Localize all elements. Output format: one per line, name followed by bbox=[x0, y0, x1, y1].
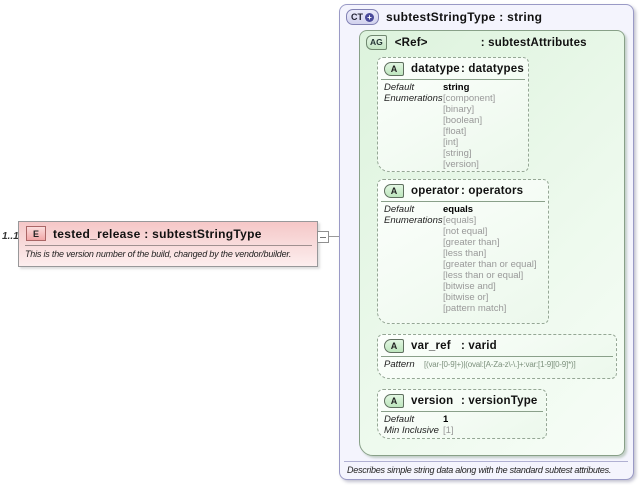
complex-type-badge-label: CT bbox=[351, 12, 363, 22]
element-box-tested-release[interactable]: E tested_release : subtestStringType Thi… bbox=[18, 221, 318, 267]
attribute-title: version : versionType bbox=[411, 395, 538, 407]
attribute-type: : varid bbox=[461, 340, 497, 352]
attribute-properties: Default equals Enumerations [equals] [no… bbox=[378, 202, 548, 314]
attribute-box-operator[interactable]: A operator: operators Default equals Enu… bbox=[377, 179, 549, 324]
enumeration-list: [component] [binary] [boolean] [float] [… bbox=[443, 93, 526, 170]
default-label: Default bbox=[384, 204, 415, 215]
enum-value: [binary] bbox=[443, 104, 475, 115]
enum-value: [int] bbox=[443, 137, 459, 148]
enum-value: [component] bbox=[443, 93, 496, 104]
plus-icon[interactable]: + bbox=[365, 12, 374, 22]
attribute-box-var-ref[interactable]: A var_ref : varid Pattern [(var-[0-9]+)|(… bbox=[377, 334, 617, 379]
attribute-name: operator bbox=[411, 185, 460, 197]
attribute-properties: Default 1 Min Inclusive [1] bbox=[378, 412, 546, 436]
element-annotation: This is the version number of the build,… bbox=[25, 249, 292, 259]
enumerations-label: Enumerations bbox=[384, 93, 443, 104]
attribute-type: : datatypes bbox=[461, 63, 524, 75]
attribute-name: var_ref bbox=[411, 340, 451, 352]
default-value: string bbox=[443, 82, 470, 93]
attribute-box-datatype[interactable]: A datatype: datatypes Default string Enu… bbox=[377, 57, 529, 172]
element-title: tested_release : subtestStringType bbox=[53, 226, 262, 241]
attribute-header: A operator: operators bbox=[378, 180, 548, 200]
cardinality-label: 1..1 bbox=[2, 231, 19, 242]
default-value: 1 bbox=[443, 414, 449, 425]
min-inclusive-label: Min Inclusive bbox=[384, 425, 439, 436]
attribute-properties: Pattern [(var-[0-9]+)|(oval:[A-Za-z\-\.]… bbox=[378, 357, 616, 370]
attribute-separator bbox=[381, 411, 543, 412]
attribute-header: A var_ref : varid bbox=[378, 335, 616, 355]
complex-type-annotation: Describes simple string data along with … bbox=[347, 465, 612, 475]
enumerations-label: Enumerations bbox=[384, 215, 443, 226]
enum-value: [not equal] bbox=[443, 226, 488, 237]
attribute-type: : operators bbox=[461, 185, 524, 197]
attribute-group-title: <Ref> : subtestAttributes bbox=[395, 37, 587, 49]
enum-value: [boolean] bbox=[443, 115, 483, 126]
attribute-title: datatype: datatypes bbox=[411, 63, 524, 75]
enum-value: [float] bbox=[443, 126, 467, 137]
attribute-name: version bbox=[411, 395, 454, 407]
attribute-type: : versionType bbox=[461, 395, 538, 407]
default-value: equals bbox=[443, 204, 474, 215]
complex-type-badge[interactable]: CT+ bbox=[346, 9, 379, 25]
attribute-title: var_ref : varid bbox=[411, 340, 497, 352]
enum-value: [bitwise and] bbox=[443, 281, 496, 292]
attribute-separator bbox=[381, 201, 545, 202]
attribute-properties: Default string Enumerations [component] … bbox=[378, 80, 528, 170]
enum-value: [version] bbox=[443, 159, 479, 170]
collapse-toggle[interactable] bbox=[317, 231, 329, 243]
attribute-header: A version : versionType bbox=[378, 390, 546, 410]
attribute-badge: A bbox=[384, 394, 404, 408]
attribute-header: A datatype: datatypes bbox=[378, 58, 528, 78]
min-inclusive-value: [1] bbox=[443, 425, 454, 436]
minus-icon bbox=[320, 236, 326, 238]
attribute-badge: A bbox=[384, 339, 404, 353]
attribute-badge: A bbox=[384, 184, 404, 198]
complex-type-separator bbox=[344, 461, 628, 462]
enumeration-list: [equals] [not equal] [greater than] [les… bbox=[443, 215, 546, 314]
enum-value: [greater than] bbox=[443, 237, 500, 248]
enum-value: [bitwise or] bbox=[443, 292, 489, 303]
element-badge: E bbox=[26, 226, 46, 241]
attribute-group-header: AG <Ref> : subtestAttributes bbox=[360, 31, 624, 50]
enum-value: [less than] bbox=[443, 248, 487, 259]
attribute-group-type: : subtestAttributes bbox=[480, 36, 587, 49]
default-label: Default bbox=[384, 82, 415, 93]
enum-value: [equals] bbox=[443, 215, 477, 226]
attribute-separator bbox=[381, 356, 613, 357]
enum-value: [less than or equal] bbox=[443, 270, 524, 281]
attribute-name: datatype bbox=[411, 63, 460, 75]
attribute-title: operator: operators bbox=[411, 185, 523, 197]
enum-value: [string] bbox=[443, 148, 472, 159]
default-label: Default bbox=[384, 414, 415, 425]
attribute-group-badge: AG bbox=[366, 35, 387, 50]
attribute-group-name: <Ref> bbox=[394, 36, 428, 49]
attribute-badge: A bbox=[384, 62, 404, 76]
complex-type-title: subtestStringType : string bbox=[386, 10, 543, 24]
pattern-value: [(var-[0-9]+)|(oval:[A-Za-z\-\.]+:var:[1… bbox=[424, 360, 576, 369]
complex-type-header: CT+ subtestStringType : string bbox=[340, 5, 633, 25]
enum-value: [pattern match] bbox=[443, 303, 507, 314]
attribute-box-version[interactable]: A version : versionType Default 1 Min Inc… bbox=[377, 389, 547, 439]
attribute-separator bbox=[381, 79, 525, 80]
element-header: E tested_release : subtestStringType bbox=[19, 222, 317, 241]
enum-value: [greater than or equal] bbox=[443, 259, 537, 270]
pattern-label: Pattern bbox=[384, 359, 415, 370]
element-separator bbox=[25, 245, 312, 246]
